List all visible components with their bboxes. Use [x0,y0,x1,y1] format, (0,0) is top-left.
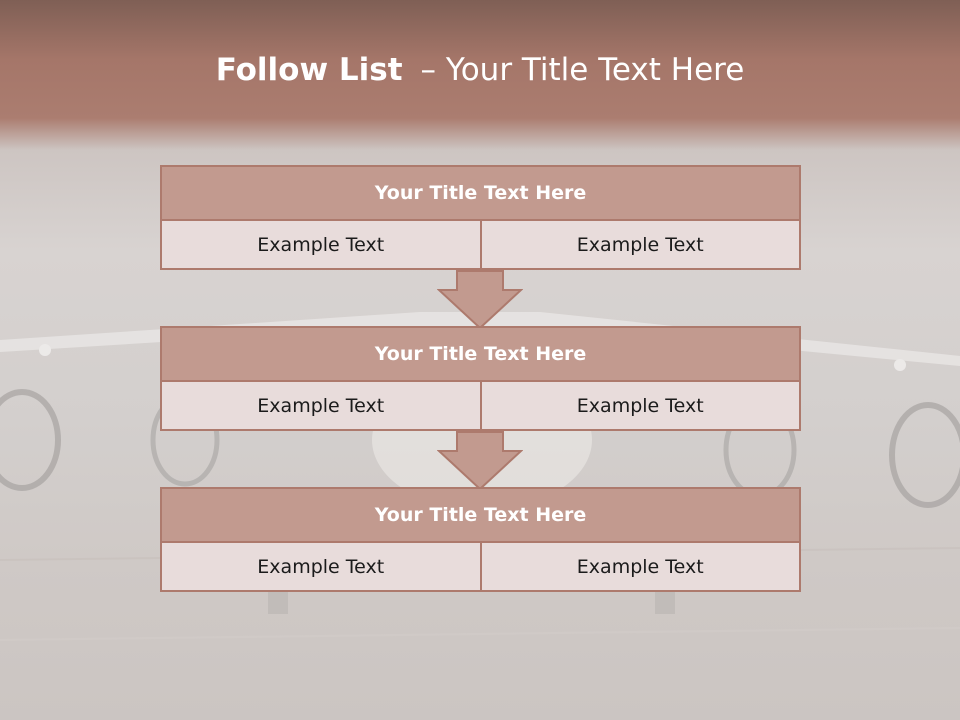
step-box-2: Your Title Text Here Example Text Exampl… [160,326,801,431]
step-row: Example Text Example Text [160,382,801,431]
slide-title: Follow List – Your Title Text Here [0,52,960,88]
down-arrow-icon [437,431,523,491]
step-left-cell: Example Text [257,555,385,578]
title-rest: – Your Title Text Here [420,52,745,88]
step-title: Your Title Text Here [160,165,801,221]
title-strong: Follow List [215,52,403,88]
step-right-cell: Example Text [479,221,800,268]
step-left-cell: Example Text [257,233,385,256]
step-box-3: Your Title Text Here Example Text Exampl… [160,487,801,592]
step-title: Your Title Text Here [160,487,801,543]
step-title: Your Title Text Here [160,326,801,382]
step-row: Example Text Example Text [160,543,801,592]
step-row: Example Text Example Text [160,221,801,270]
step-left-cell: Example Text [257,394,385,417]
step-right-cell: Example Text [479,543,800,590]
step-box-1: Your Title Text Here Example Text Exampl… [160,165,801,270]
down-arrow-icon [437,270,523,330]
step-right-cell: Example Text [479,382,800,429]
